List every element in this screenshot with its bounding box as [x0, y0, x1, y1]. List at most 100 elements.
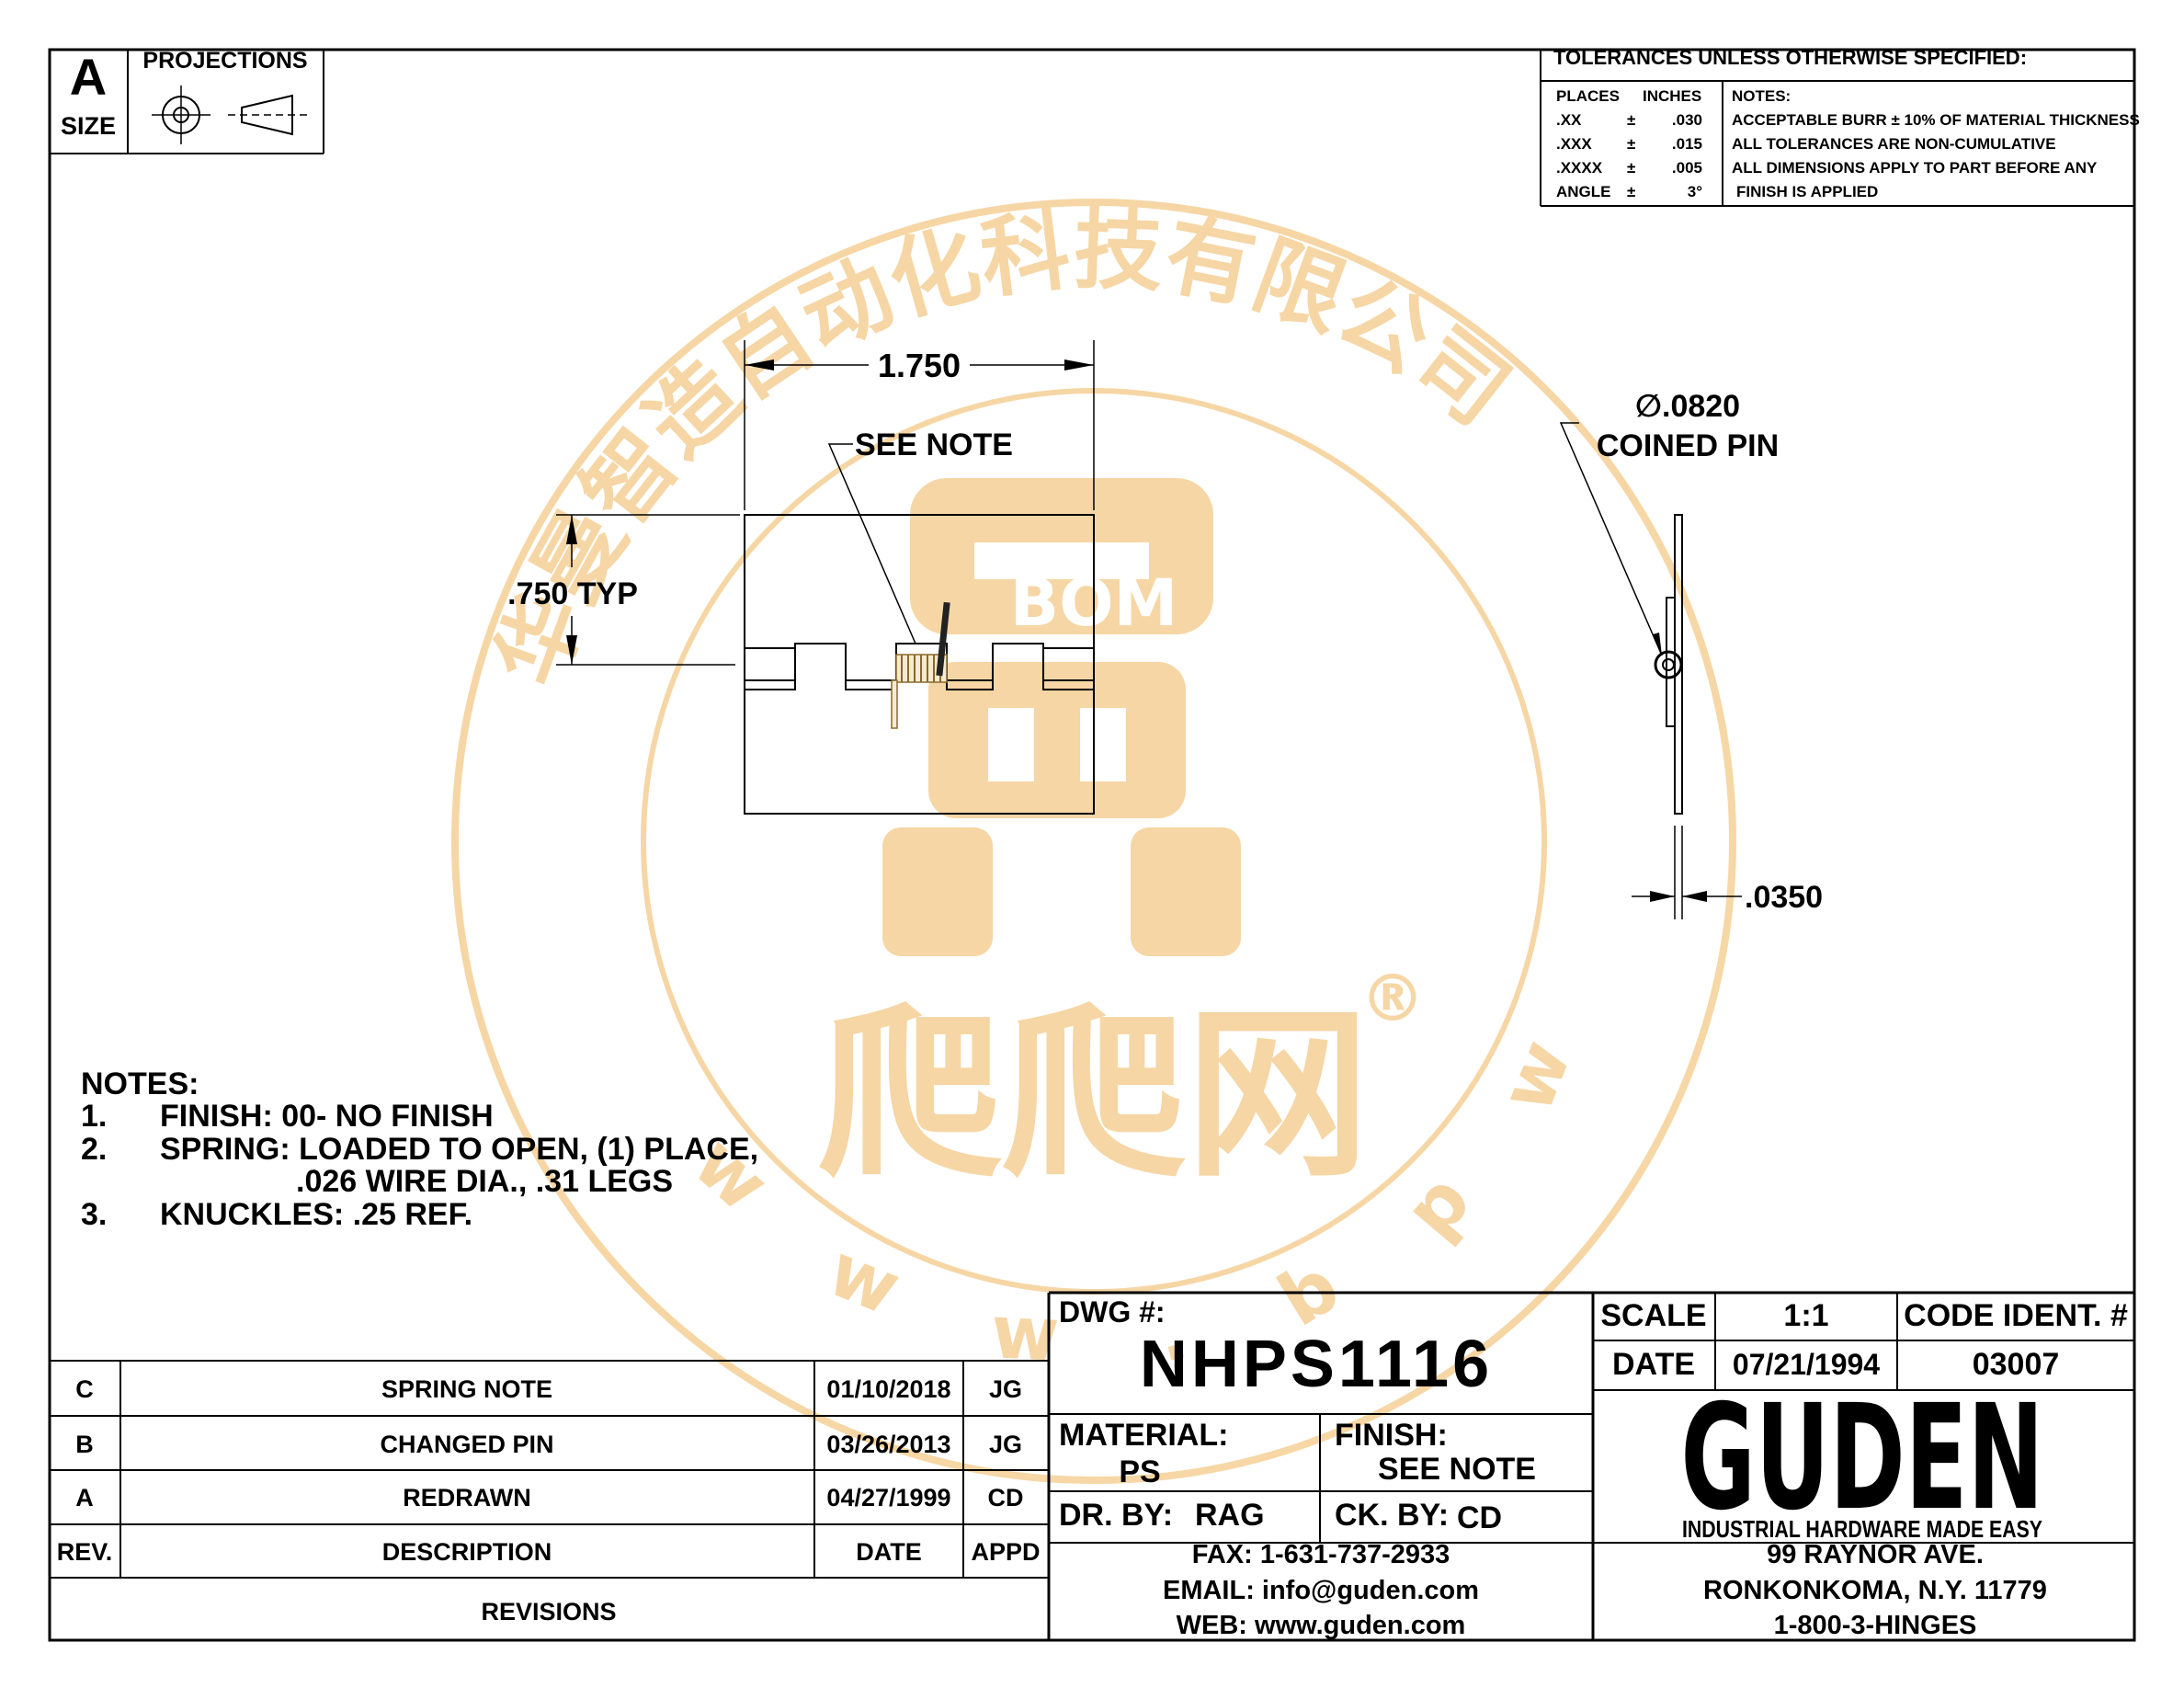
table-header-row: REV. DESCRIPTION DATE APPD [57, 1538, 1041, 1566]
web-text: WEB: www.guden.com [1177, 1611, 1466, 1640]
tolerance-place: .XX [1556, 111, 1582, 129]
revision-letter: C [75, 1375, 94, 1403]
pin-diameter-text: ∅.0820 [1635, 389, 1740, 424]
watermark: 华曼智造自动化科技有限公司 www.bpw.com BOM 爬爬网 ® [0, 0, 1736, 1484]
dwg-number: NHPS1116 [1140, 1328, 1493, 1401]
coined-pin-circle [1654, 650, 1683, 679]
drawn-by-label: DR. BY: [1059, 1498, 1173, 1533]
note-text: KNUCKLES: .25 REF. [160, 1197, 472, 1232]
revision-letter: A [75, 1484, 94, 1511]
revisions-footer: REVISIONS [481, 1598, 616, 1625]
scale-value: 1:1 [1783, 1298, 1828, 1333]
notes-title: NOTES: [81, 1066, 199, 1101]
tolerance-header-notes: NOTES: [1732, 87, 1791, 105]
revision-approver: JG [989, 1431, 1022, 1458]
tolerance-title: TOLERANCES UNLESS OTHERWISE SPECIFIED: [1553, 46, 2027, 69]
tolerance-block: TOLERANCES UNLESS OTHERWISE SPECIFIED: P… [1540, 46, 2140, 207]
hinge-side-view: ∅.0820 COINED PIN .0350 [1559, 389, 1823, 919]
email-text: EMAIL: info@guden.com [1163, 1576, 1479, 1605]
address-line-2: RONKONKOMA, N.Y. 11779 [1703, 1576, 2047, 1605]
tolerance-header-places: PLACES [1556, 87, 1620, 105]
size-block: A SIZE PROJECTIONS [50, 48, 324, 154]
table-row: B CHANGED PIN 03/26/2013 JG [75, 1431, 1022, 1458]
table-row: C SPRING NOTE 01/10/2018 JG [75, 1375, 1022, 1403]
tolerance-header-inches: INCHES [1643, 87, 1701, 105]
drawing-notes: NOTES: 1. FINISH: 00- NO FINISH 2. SPRIN… [81, 1066, 758, 1232]
dimension-thickness-text: .0350 [1745, 880, 1823, 915]
revision-date: 04/27/1999 [826, 1484, 950, 1511]
tolerance-value: .015 [1672, 135, 1702, 153]
scale-label: SCALE [1600, 1298, 1706, 1333]
tolerance-value: 3° [1688, 183, 1702, 200]
material-value: PS [1119, 1454, 1160, 1489]
tolerance-pm: ± [1627, 135, 1635, 153]
hinge-front-view: 1.750 SEE NOTE .750 TYP [507, 340, 1095, 815]
revision-description: SPRING NOTE [381, 1375, 552, 1403]
projections-label: PROJECTIONS [142, 48, 307, 74]
tolerance-note: ACCEPTABLE BURR ± 10% OF MATERIAL THICKN… [1732, 111, 2140, 129]
company-logo-text: GUDEN [1681, 1374, 2044, 1543]
tolerance-place: .XXX [1556, 135, 1592, 153]
code-ident-value: 03007 [1973, 1347, 2060, 1382]
note-text: FINISH: 00- NO FINISH [160, 1099, 494, 1134]
watermark-logo-left-leg [882, 827, 993, 956]
tolerance-note: FINISH IS APPLIED [1736, 183, 1878, 200]
revisions-table: C SPRING NOTE 01/10/2018 JG B CHANGED PI… [50, 1360, 1049, 1625]
revision-approver: CD [988, 1484, 1024, 1511]
tolerance-pm: ± [1627, 111, 1635, 129]
note-number: 1. [81, 1099, 107, 1134]
tolerance-value: .005 [1672, 159, 1702, 177]
watermark-outer-ring [451, 199, 1736, 1484]
title-block: DWG #: NHPS1116 MATERIAL: PS FINISH: SEE… [1047, 1291, 2134, 1640]
phone-text: 1-800-3-HINGES [1774, 1611, 1977, 1640]
see-note-label: SEE NOTE [855, 428, 1013, 462]
header-appd: APPD [971, 1538, 1040, 1566]
tolerance-value: .030 [1672, 111, 1702, 129]
watermark-registered-mark: ® [1360, 961, 1425, 1036]
code-ident-label: CODE IDENT. # [1904, 1298, 2128, 1333]
finish-label: FINISH: [1335, 1418, 1448, 1453]
dimension-height-text: .750 TYP [507, 576, 638, 611]
tolerance-place: .XXXX [1556, 159, 1603, 177]
tolerance-pm: ± [1627, 183, 1635, 200]
material-label: MATERIAL: [1059, 1418, 1228, 1453]
fax-text: FAX: 1-631-737-2933 [1192, 1540, 1450, 1569]
dimension-width-text: 1.750 [878, 347, 961, 384]
spring-coil [891, 601, 950, 729]
revision-description: CHANGED PIN [380, 1431, 553, 1458]
pin-label-text: COINED PIN [1597, 428, 1779, 463]
checked-by-value: CD [1457, 1500, 1502, 1535]
guden-logo: GUDEN INDUSTRIAL HARDWARE MADE EASY [1681, 1374, 2044, 1543]
watermark-bottom-text: 爬爬网 [818, 988, 1370, 1203]
table-row: A REDRAWN 04/27/1999 CD [75, 1484, 1023, 1511]
address-line-1: 99 RAYNOR AVE. [1767, 1540, 1984, 1569]
revision-approver: JG [989, 1375, 1022, 1403]
header-rev: REV. [57, 1538, 113, 1566]
checked-by-label: CK. BY: [1335, 1498, 1449, 1533]
hinge-top-leaf [744, 514, 1095, 681]
revision-letter: B [75, 1431, 94, 1458]
note-text: SPRING: LOADED TO OPEN, (1) PLACE, [160, 1132, 758, 1167]
revision-description: REDRAWN [403, 1484, 531, 1511]
tolerance-place: ANGLE [1556, 183, 1611, 200]
date-label: DATE [1612, 1347, 1695, 1382]
first-angle-cone-icon [228, 94, 307, 136]
watermark-url-text: www.bpw.com [0, 0, 1517, 1383]
tolerance-note: ALL TOLERANCES ARE NON-CUMULATIVE [1732, 135, 2056, 153]
sheet-border [48, 48, 2136, 1642]
date-value: 07/21/1994 [1733, 1348, 1880, 1381]
note-number: 3. [81, 1197, 107, 1232]
size-letter: A [70, 48, 107, 106]
hinge-bottom-leaf [744, 680, 1095, 815]
revision-date: 01/10/2018 [826, 1375, 950, 1403]
dwg-label: DWG #: [1059, 1295, 1166, 1329]
watermark-logo-right-leg [1131, 827, 1241, 956]
size-label: SIZE [61, 112, 116, 140]
note-number: 2. [81, 1132, 107, 1167]
company-tagline: INDUSTRIAL HARDWARE MADE EASY [1682, 1515, 2042, 1543]
tolerance-pm: ± [1627, 159, 1635, 177]
tolerance-note: ALL DIMENSIONS APPLY TO PART BEFORE ANY [1732, 159, 2098, 177]
header-description: DESCRIPTION [382, 1538, 552, 1566]
watermark-logo-middle [928, 662, 1186, 818]
